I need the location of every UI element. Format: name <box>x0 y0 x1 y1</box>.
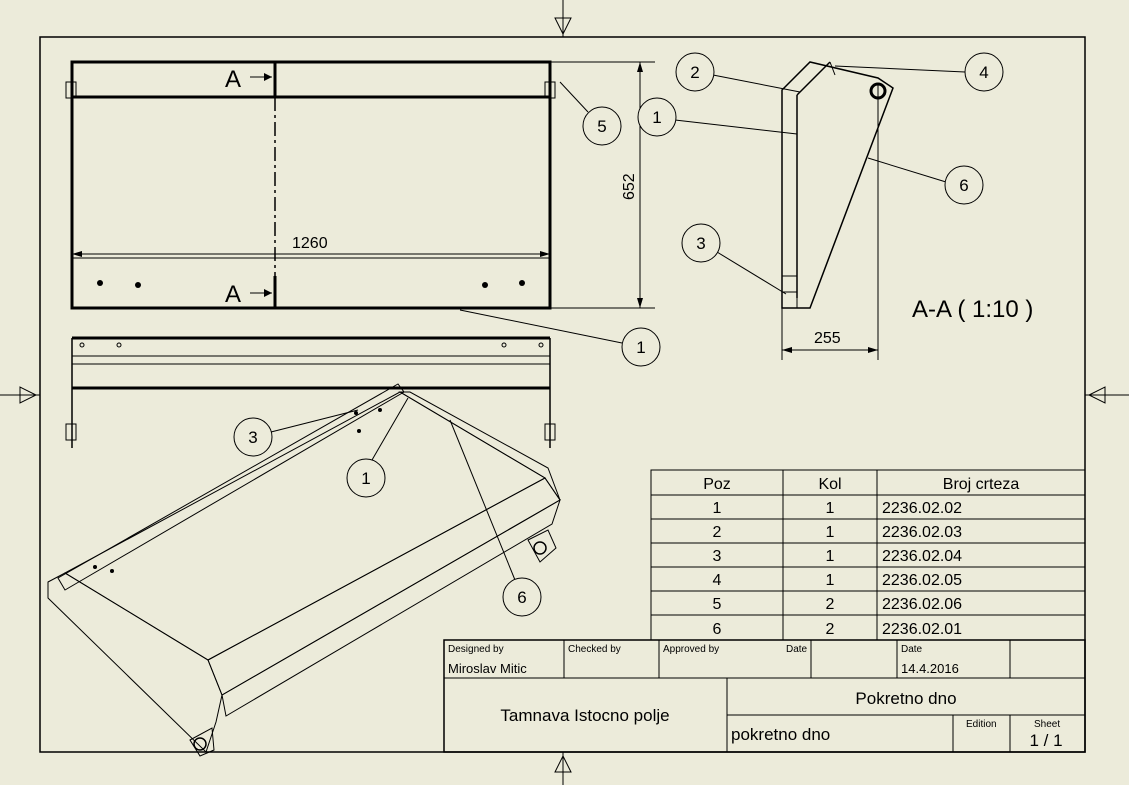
balloon-iso-1: 1 <box>346 397 409 498</box>
balloon-front-5: 5 <box>559 81 622 146</box>
approved-by-label: Approved by <box>663 644 719 655</box>
svg-text:1: 1 <box>361 469 370 488</box>
parts-row-1-poz: 1 <box>713 500 722 517</box>
balloon-section-6: 6 <box>867 157 984 205</box>
parts-header-broj: Broj crteza <box>943 476 1020 493</box>
date-label: Date <box>901 644 923 655</box>
isometric-view <box>47 383 561 757</box>
sheet-label: Sheet <box>1034 719 1060 730</box>
parts-header-poz: Poz <box>703 476 731 493</box>
designed-by-label: Designed by <box>448 644 504 655</box>
parts-row-4-poz: 4 <box>713 572 722 589</box>
svg-text:6: 6 <box>517 588 526 607</box>
front-view: A A <box>65 60 556 310</box>
parts-row-5-kol: 2 <box>826 596 835 613</box>
parts-row-2-broj: 2236.02.03 <box>882 524 962 541</box>
svg-text:4: 4 <box>979 63 988 82</box>
parts-row-6-broj: 2236.02.01 <box>882 621 962 638</box>
svg-text:5: 5 <box>597 117 606 136</box>
balloon-section-1: 1 <box>637 97 798 137</box>
balloon-section-4: 4 <box>834 52 1004 92</box>
balloon-section-2: 2 <box>675 52 801 93</box>
drawing-title: Pokretno dno <box>855 689 956 708</box>
svg-text:2: 2 <box>690 63 699 82</box>
parts-row-3-kol: 1 <box>826 548 835 565</box>
section-label-bottom: A <box>225 281 241 308</box>
svg-text:1: 1 <box>652 108 661 127</box>
parts-header-kol: Kol <box>818 476 841 493</box>
svg-text:6: 6 <box>959 176 968 195</box>
approved-date-label: Date <box>786 644 808 655</box>
date-value: 14.4.2016 <box>901 661 959 676</box>
balloon-iso-3: 3 <box>233 409 359 457</box>
parts-row-1-broj: 2236.02.02 <box>882 500 962 517</box>
parts-row-3-poz: 3 <box>713 548 722 565</box>
svg-text:3: 3 <box>248 428 257 447</box>
sheet-value: 1 / 1 <box>1029 731 1062 750</box>
checked-by-label: Checked by <box>568 644 621 655</box>
dimension-width: 1260 <box>72 235 550 257</box>
edition-label: Edition <box>966 719 997 730</box>
section-label-top: A <box>225 66 241 93</box>
front-view-holes <box>97 280 525 288</box>
svg-text:1: 1 <box>636 338 645 357</box>
parts-row-4-kol: 1 <box>826 572 835 589</box>
parts-row-6-kol: 2 <box>826 621 835 638</box>
parts-row-5-broj: 2236.02.06 <box>882 596 962 613</box>
designed-by-value: Miroslav Mitic <box>448 661 527 676</box>
parts-list: Poz Kol Broj crteza 1 1 2236.02.02 2 1 2… <box>650 469 1086 641</box>
section-view-title: A-A ( 1:10 ) <box>912 296 1033 323</box>
parts-row-2-kol: 1 <box>826 524 835 541</box>
parts-row-1-kol: 1 <box>826 500 835 517</box>
balloon-section-3: 3 <box>681 223 787 295</box>
parts-row-2-poz: 2 <box>713 524 722 541</box>
balloon-iso-6: 6 <box>449 419 542 617</box>
top-view <box>65 336 556 448</box>
company-name: Tamnava Istocno polje <box>500 706 669 725</box>
sheet-border <box>39 36 1086 753</box>
drawing-subtitle: pokretno dno <box>731 725 830 744</box>
title-block: Designed by Miroslav Mitic Checked by Ap… <box>443 639 1086 753</box>
svg-text:3: 3 <box>696 234 705 253</box>
parts-row-6-poz: 6 <box>713 621 722 638</box>
parts-row-5-poz: 5 <box>713 596 722 613</box>
parts-row-3-broj: 2236.02.04 <box>882 548 962 565</box>
section-view: 255 A-A ( 1:10 ) <box>781 61 1033 360</box>
parts-row-4-broj: 2236.02.05 <box>882 572 962 589</box>
dimension-height: 652 <box>550 61 655 309</box>
balloon-front-1: 1 <box>459 309 661 367</box>
dimension-height-text: 652 <box>621 173 638 200</box>
dimension-width-text: 1260 <box>292 235 328 252</box>
dimension-depth-text: 255 <box>814 330 841 347</box>
